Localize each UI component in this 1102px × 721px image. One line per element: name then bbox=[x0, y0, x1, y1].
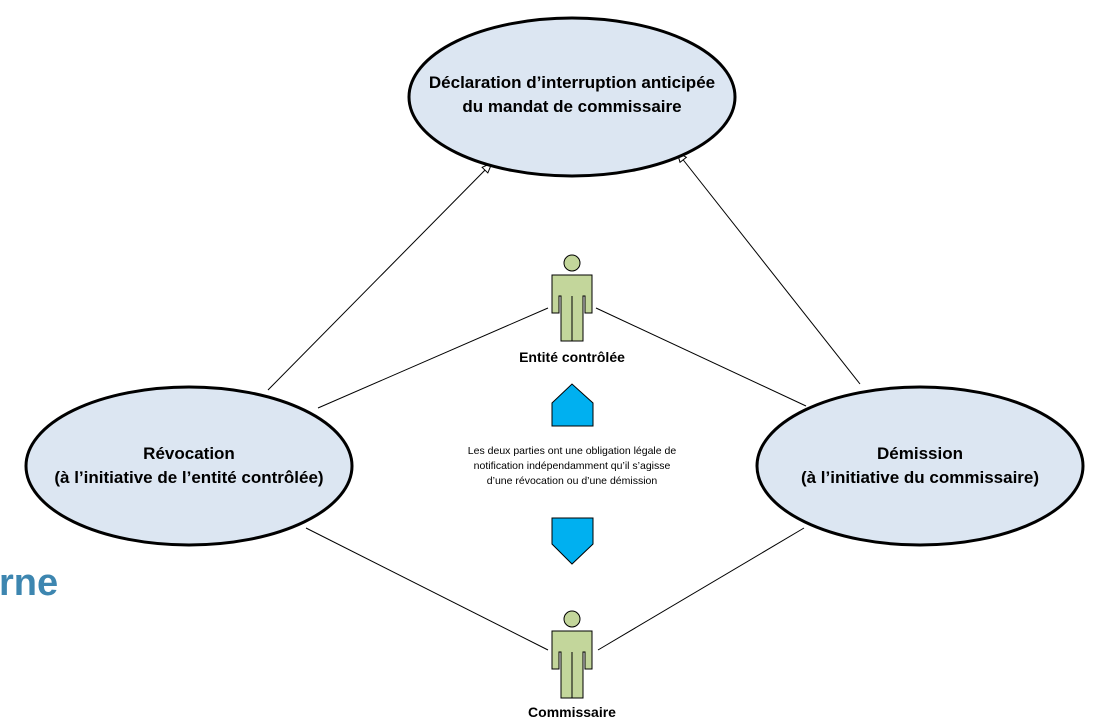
pentagon-down-icon bbox=[551, 517, 594, 565]
note-line1: Les deux parties ont une obligation léga… bbox=[467, 445, 677, 457]
entite-revocation-link bbox=[317, 307, 549, 409]
declaration-line1: Déclaration d’interruption anticipée bbox=[428, 73, 716, 92]
entite-actor-label: Entité contrôlée bbox=[519, 349, 625, 365]
obligation-note: Les deux parties ont une obligation léga… bbox=[422, 444, 722, 489]
background-partial-title: rne bbox=[0, 562, 59, 604]
revocation-line1: Révocation bbox=[143, 444, 235, 463]
demission-line1: Démission bbox=[877, 444, 963, 463]
declaration-line2: du mandat de commissaire bbox=[462, 97, 682, 116]
revocation-ellipse[interactable] bbox=[24, 385, 354, 547]
declaration-ellipse[interactable] bbox=[407, 16, 737, 178]
commissaire-actor-icon[interactable] bbox=[551, 610, 593, 699]
entite-actor-icon[interactable] bbox=[551, 254, 593, 342]
demission-ellipse[interactable] bbox=[755, 385, 1085, 547]
pentagon-up-icon bbox=[551, 383, 594, 427]
commissaire-actor-label: Commissaire bbox=[528, 704, 616, 720]
declaration-label: Déclaration d’interruption anticipée du … bbox=[409, 71, 735, 119]
revocation-line2: (à l’initiative de l’entité contrôlée) bbox=[54, 468, 324, 487]
note-line3: d’une révocation ou d’une démission bbox=[486, 475, 658, 487]
revocation-label: Révocation (à l’initiative de l’entité c… bbox=[26, 442, 352, 490]
demission-line2: (à l’initiative du commissaire) bbox=[800, 468, 1040, 487]
commissaire-revocation-link bbox=[305, 527, 549, 651]
demission-label: Démission (à l’initiative du commissaire… bbox=[757, 442, 1083, 490]
note-line2: notification indépendamment qu’il s’agis… bbox=[473, 460, 671, 472]
entite-demission-link bbox=[595, 307, 807, 407]
commissaire-demission-link bbox=[597, 527, 805, 651]
revocation-to-declaration-arrow bbox=[267, 163, 492, 391]
demission-to-declaration-arrow bbox=[677, 152, 861, 385]
